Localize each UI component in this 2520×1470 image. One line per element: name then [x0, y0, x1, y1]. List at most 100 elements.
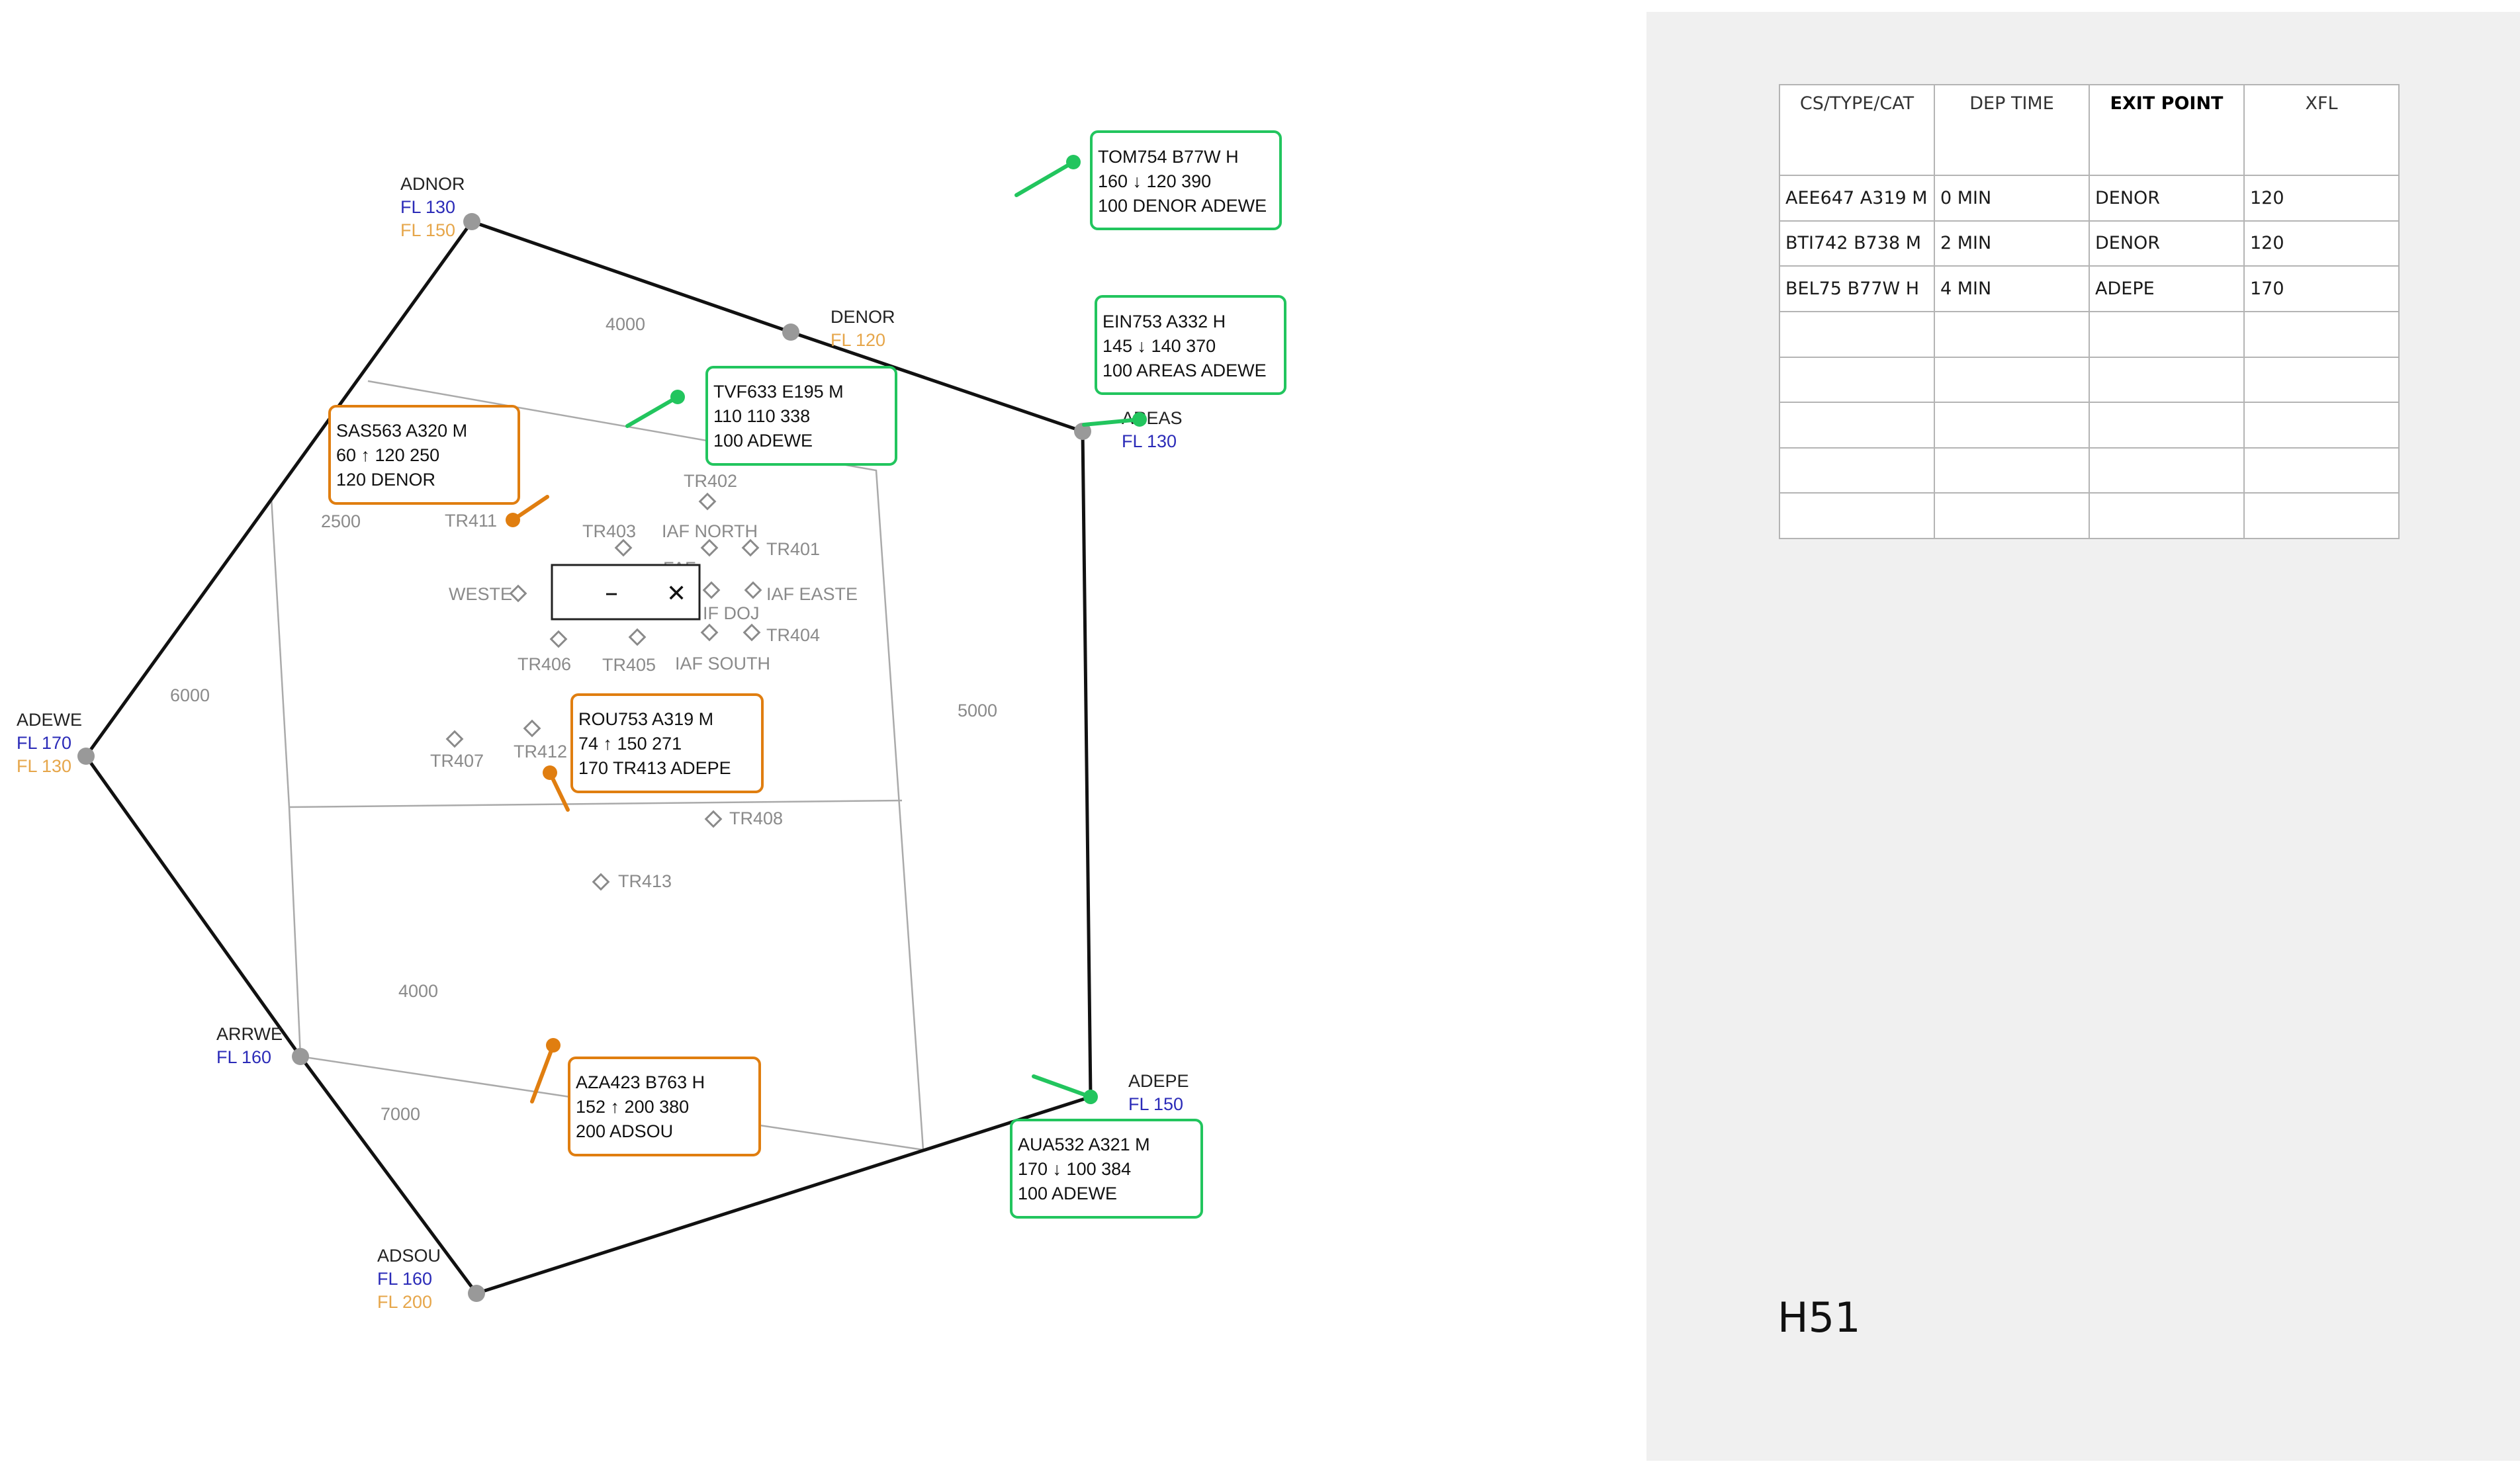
cell-callsign: BTI742 B738 M — [1779, 220, 1935, 267]
empty-cell — [1934, 402, 2090, 449]
waypoint-name-arrwe: ARRWE — [216, 1024, 283, 1044]
altitude-label: 6000 — [170, 685, 210, 705]
empty-cell — [1934, 310, 2090, 358]
table-row[interactable]: BTI742 B738 M 2 MIN DENOR 120 — [1779, 220, 2400, 267]
waypoint-name-adepe: ADEPE — [1128, 1071, 1189, 1091]
speed-vector — [1082, 417, 1142, 427]
column-header-cs-type-cat[interactable]: CS/TYPE/CAT — [1779, 84, 1935, 176]
fix-diamond — [742, 623, 761, 642]
label-line-3: 100 AREAS ADEWE — [1102, 361, 1267, 380]
fix-label: TR412 — [514, 742, 567, 761]
label-line-3: 100 ADEWE — [1018, 1184, 1117, 1203]
table-row — [1779, 356, 2400, 404]
cell-exit-point: ADEPE — [2089, 265, 2245, 312]
waypoint-fl-exit-adewe: FL 130 — [17, 756, 71, 776]
fix-diamond — [614, 539, 633, 557]
empty-cell — [2243, 402, 2400, 449]
waypoint-dot-adnor — [463, 213, 480, 230]
waypoint-fl-exit-denor: FL 120 — [831, 330, 885, 350]
fix-label: TR405 — [602, 655, 656, 675]
aircraft-label-tvf633[interactable]: TVF633 E195 M 110 110 338 100 ADEWE — [705, 366, 897, 466]
speed-vector — [1014, 160, 1075, 197]
aircraft-symbol — [543, 765, 557, 780]
aircraft-label-rou753[interactable]: ROU753 A319 M 74 ↑ 150 271 170 TR413 ADE… — [570, 693, 764, 793]
empty-cell — [1779, 447, 1935, 494]
cell-callsign: AEE647 A319 M — [1779, 175, 1935, 222]
cell-dep-time: 0 MIN — [1934, 175, 2090, 222]
waypoint-fl-entry-adewe: FL 170 — [17, 733, 71, 753]
label-line-1: TOM754 B77W H — [1098, 147, 1239, 167]
sector-boundary — [83, 220, 1093, 1295]
fix-diamond — [741, 539, 760, 557]
column-header-exit-point[interactable]: EXIT POINT — [2089, 84, 2245, 176]
waypoint-dot-areas — [1074, 423, 1091, 440]
table-header-row: CS/TYPE/CAT DEP TIME EXIT POINT XFL — [1779, 84, 2400, 176]
label-line-1: TVF633 E195 M — [713, 382, 844, 402]
label-line-2: 110 110 338 — [713, 406, 810, 426]
label-line-2: 60 ↑ 120 250 — [336, 445, 439, 465]
fix-label: TR402 — [684, 471, 737, 491]
close-icon[interactable]: ✕ — [666, 580, 686, 607]
fix-diamond — [700, 539, 719, 557]
aircraft-label-aza423[interactable]: AZA423 B763 H 152 ↑ 200 380 200 ADSOU — [568, 1057, 761, 1156]
altitude-label: 4000 — [606, 314, 645, 334]
altitude-label: 2500 — [321, 511, 361, 531]
empty-cell — [2243, 447, 2400, 494]
table-row — [1779, 310, 2400, 358]
waypoint-fl-entry-adepe: FL 150 — [1128, 1094, 1183, 1114]
fix-diamond — [445, 730, 464, 748]
label-line-2: 145 ↓ 140 370 — [1102, 336, 1216, 356]
empty-cell — [2089, 447, 2245, 494]
waypoint-fl-entry-arrwe: FL 160 — [216, 1047, 271, 1067]
waypoint-dots — [77, 213, 1091, 1302]
speed-vector — [1032, 1074, 1093, 1099]
table-row[interactable]: AEE647 A319 M 0 MIN DENOR 120 — [1779, 175, 2400, 222]
waypoint-fl-entry-adsou: FL 160 — [377, 1269, 432, 1289]
aircraft-label-tom754[interactable]: TOM754 B77W H 160 ↓ 120 390 100 DENOR AD… — [1090, 130, 1282, 230]
empty-cell — [2089, 356, 2245, 404]
fix-diamond — [744, 581, 762, 599]
fix-diamond — [549, 630, 568, 648]
departure-list-table: CS/TYPE/CAT DEP TIME EXIT POINT XFL AEE6… — [1779, 84, 2400, 539]
aircraft-symbol — [506, 513, 520, 527]
fix-label: TR406 — [518, 654, 571, 674]
waypoint-name-adewe: ADEWE — [17, 710, 82, 730]
waypoint-dot-adewe — [77, 748, 95, 765]
table-row[interactable]: BEL75 B77W H 4 MIN ADEPE 170 — [1779, 265, 2400, 312]
empty-cell — [1934, 356, 2090, 404]
waypoint-name-areas: AREAS — [1122, 408, 1183, 428]
fix-diamond — [700, 623, 719, 642]
cell-exit-point: DENOR — [2089, 175, 2245, 222]
aircraft-symbol — [1066, 155, 1081, 169]
aircraft-label-ein753[interactable]: EIN753 A332 H 145 ↓ 140 370 100 AREAS AD… — [1095, 295, 1286, 395]
column-header-xfl[interactable]: XFL — [2243, 84, 2400, 176]
radar-scope[interactable]: ADNOR FL 130 FL 150 DENOR FL 120 AREAS F… — [0, 0, 1641, 1470]
fix-label: TR408 — [729, 808, 783, 828]
aircraft-label-aua532[interactable]: AUA532 A321 M 170 ↓ 100 384 100 ADEWE — [1010, 1119, 1203, 1219]
waypoint-name-denor: DENOR — [831, 307, 895, 327]
empty-cell — [2089, 402, 2245, 449]
label-line-1: EIN753 A332 H — [1102, 312, 1226, 331]
fix-symbols — [445, 492, 762, 891]
waypoint-dot-arrwe — [292, 1048, 309, 1065]
label-line-1: SAS563 A320 M — [336, 421, 467, 441]
waypoint-dot-adsou — [468, 1285, 485, 1302]
altitude-label: 4000 — [398, 981, 438, 1001]
zoom-box[interactable]: – ✕ — [551, 564, 701, 621]
altitude-label: 7000 — [381, 1104, 420, 1124]
empty-cell — [1779, 310, 1935, 358]
minimize-button[interactable]: – — [605, 578, 618, 608]
fix-label: TR407 — [430, 751, 484, 771]
table-row — [1779, 447, 2400, 494]
label-line-2: 152 ↑ 200 380 — [576, 1097, 689, 1117]
aircraft-label-sas563[interactable]: SAS563 A320 M 60 ↑ 120 250 120 DENOR — [328, 405, 520, 505]
aircraft-symbols[interactable] — [506, 155, 1147, 1104]
aircraft-symbol — [546, 1038, 561, 1053]
cell-dep-time: 2 MIN — [1934, 220, 2090, 267]
empty-cell — [1779, 492, 1935, 539]
empty-cell — [1779, 356, 1935, 404]
cell-dep-time: 4 MIN — [1934, 265, 2090, 312]
fix-diamond — [523, 719, 541, 738]
empty-cell — [1934, 492, 2090, 539]
column-header-dep-time[interactable]: DEP TIME — [1934, 84, 2090, 176]
